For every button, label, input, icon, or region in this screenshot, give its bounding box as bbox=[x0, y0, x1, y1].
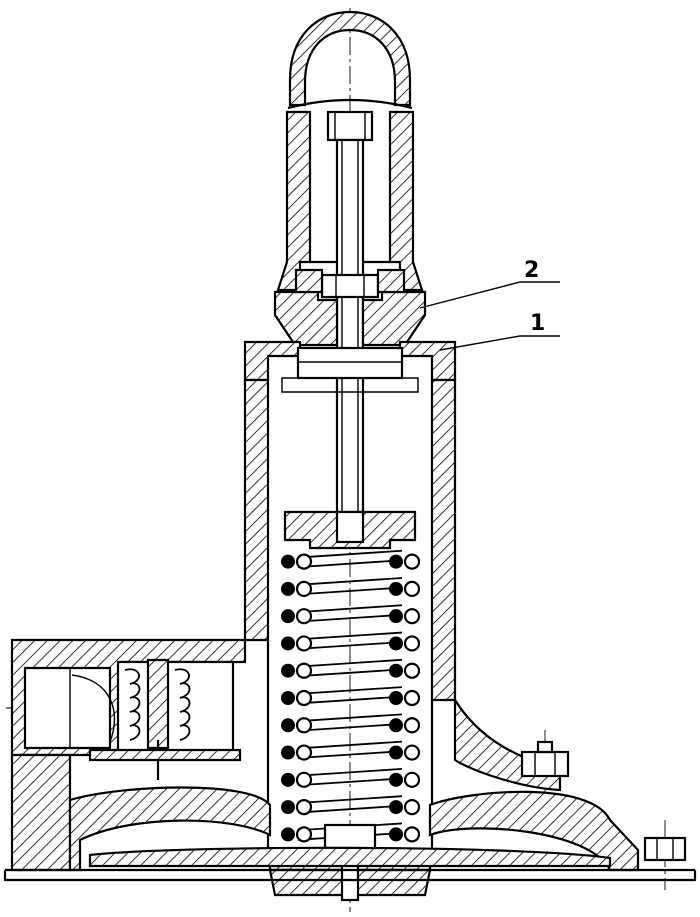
inlet-spring-assembly bbox=[88, 658, 242, 780]
bolt-far-right bbox=[643, 836, 687, 862]
spring-coil-section bbox=[389, 609, 403, 624]
spring-coil-segment bbox=[297, 577, 403, 596]
spring-coil-section bbox=[389, 663, 403, 678]
valve-body-base bbox=[3, 638, 697, 882]
spring-coil-section bbox=[295, 553, 313, 570]
spring-coil-section bbox=[295, 717, 313, 734]
spring-coil-section bbox=[281, 636, 295, 651]
spring-coil-section bbox=[389, 827, 403, 842]
spring-coil-section bbox=[295, 798, 313, 816]
upper-spring-plate bbox=[283, 510, 417, 550]
spring-coil-section bbox=[403, 662, 421, 679]
valve-spindle bbox=[335, 138, 365, 546]
spring-coil-section bbox=[281, 827, 295, 842]
spring-coil-section bbox=[281, 581, 295, 596]
spring-coil-segment bbox=[297, 631, 403, 650]
spring-coil-section bbox=[281, 718, 295, 733]
spring-coil-segment bbox=[297, 713, 403, 732]
spring-coil-section bbox=[403, 826, 421, 843]
spring-coil-section bbox=[389, 718, 403, 733]
spring-coil-section bbox=[403, 608, 421, 625]
bolt-right bbox=[520, 740, 570, 778]
spring-coil-section bbox=[403, 635, 421, 652]
spring-coil-section bbox=[389, 800, 403, 815]
spring-coil-section bbox=[295, 826, 313, 843]
spring-coil-section bbox=[281, 609, 295, 624]
adjusting-screw-assembly bbox=[273, 268, 427, 347]
bonnet-housing bbox=[276, 110, 424, 292]
spring-coil-section bbox=[295, 744, 313, 761]
label-part-1: 1 bbox=[530, 311, 545, 336]
spring-coil-section bbox=[389, 691, 403, 705]
spring-coil-section bbox=[389, 636, 403, 651]
spring-coil-segment bbox=[297, 768, 403, 787]
spring-coil-section bbox=[295, 771, 313, 788]
spring-coil-section bbox=[389, 581, 403, 596]
spring-coil-section bbox=[389, 772, 403, 787]
main-spring bbox=[281, 549, 421, 843]
spring-coil-section bbox=[389, 745, 403, 760]
spring-coil-section bbox=[403, 580, 421, 598]
spring-coil-section bbox=[281, 800, 295, 815]
spring-coil-segment bbox=[297, 686, 403, 705]
spring-coil-section bbox=[295, 689, 313, 707]
spring-coil-section bbox=[281, 554, 295, 569]
spring-coil-segment bbox=[297, 740, 403, 759]
spring-coil-section bbox=[295, 662, 313, 679]
spring-coil-section bbox=[403, 798, 421, 816]
spring-coil-segment bbox=[297, 604, 403, 623]
spring-coil-section bbox=[295, 580, 313, 598]
leader-part-1: 1 bbox=[439, 311, 560, 351]
dome-cap bbox=[287, 10, 413, 110]
label-part-2: 2 bbox=[524, 258, 539, 283]
spring-coil-segment bbox=[297, 658, 403, 678]
spring-coil-section bbox=[403, 771, 421, 788]
spring-coil-section bbox=[389, 554, 403, 569]
spring-housing bbox=[243, 340, 457, 850]
spring-coil-section bbox=[403, 689, 421, 707]
spring-coil-section bbox=[281, 691, 295, 705]
spring-coil-section bbox=[403, 717, 421, 734]
leader-part-2: 2 bbox=[419, 258, 560, 309]
spring-coil-section bbox=[281, 772, 295, 787]
spring-coil-section bbox=[403, 744, 421, 761]
spring-coil-section bbox=[295, 608, 313, 625]
spring-coil-section bbox=[403, 553, 421, 570]
spring-coil-section bbox=[281, 745, 295, 760]
spring-coil-segment bbox=[297, 795, 403, 814]
spring-coil-section bbox=[295, 635, 313, 652]
spring-coil-segment bbox=[297, 549, 403, 568]
spring-coil-section bbox=[281, 663, 295, 678]
